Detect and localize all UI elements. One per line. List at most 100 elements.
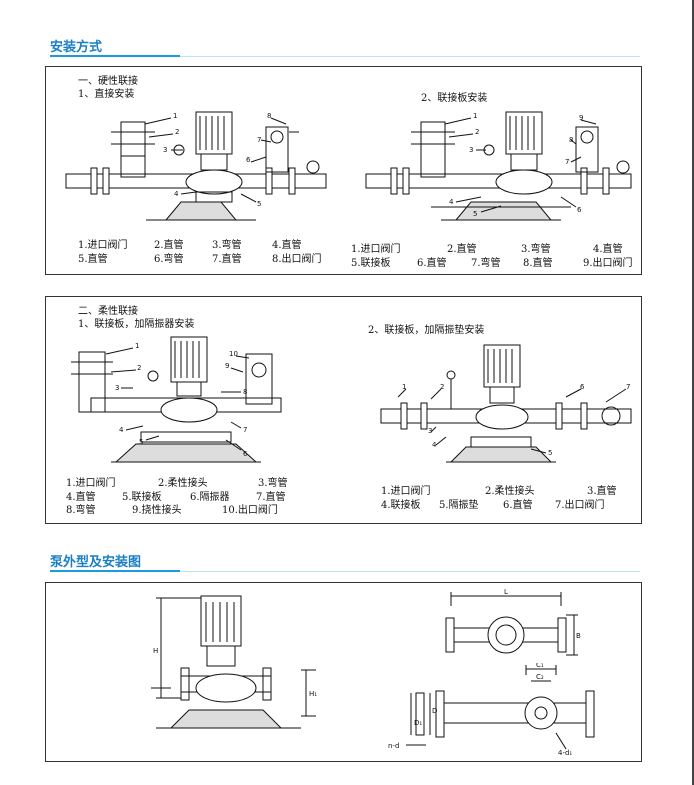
diagram-plate-isolator: 1 2 3 4 5 6 7 8 9 10 (71, 336, 282, 463)
panel-flexible-connection: 二、柔性联接 1、联接板，加隔振器安装 2、联接板，加隔振垫安装 1 2 (45, 296, 642, 524)
panel-outline-drawings: H H₁ L B (45, 582, 642, 762)
diagram-plate-install: 1 2 3 4 5 6 7 8 9 (365, 111, 632, 221)
legend-item: 2.直管 (447, 244, 477, 255)
callout-3: 3 (163, 146, 167, 154)
section-rule-thin (180, 56, 640, 57)
callout-1: 1 (402, 383, 406, 391)
drawing-pump-top-view: L B (445, 588, 581, 656)
section-rule (50, 55, 180, 57)
callout-3: 3 (469, 146, 473, 154)
callout-2: 2 (137, 364, 141, 372)
legend-item: 7.弯管 (471, 257, 501, 269)
callout-10: 10 (229, 350, 238, 358)
legend-item: 8.出口阀门 (272, 253, 322, 265)
panel-rigid-connection: 一、硬性联接 1、直接安装 2、联接板安装 (45, 66, 642, 275)
section-rule-thin (180, 571, 640, 572)
label-plate-pad: 2、联接板，加隔振垫安装 (368, 325, 485, 336)
dim-label-4-d1: 4-d₁ (558, 749, 572, 757)
legend-item: 4.直管 (66, 491, 96, 503)
callout-8: 8 (243, 388, 247, 396)
legend-item: 7.出口阀门 (555, 499, 605, 511)
dim-label-H: H (153, 647, 158, 655)
legend-item: 3.弯管 (521, 244, 551, 255)
dim-label-C1: C₁ (536, 663, 544, 669)
page-edge-border (692, 0, 694, 785)
legend-item: 3.弯管 (258, 478, 288, 489)
label-plate-install: 2、联接板安装 (421, 93, 488, 104)
legend-item: 4.直管 (272, 240, 302, 251)
callout-3: 3 (115, 384, 119, 392)
legend-item: 1.进口阀门 (381, 486, 431, 497)
dim-label-C2: C₂ (536, 673, 544, 681)
legend-item: 5.隔振垫 (439, 499, 479, 511)
callout-3: 3 (428, 427, 432, 435)
dim-label-D: D (432, 707, 437, 715)
legend-item: 2.柔性接头 (485, 486, 535, 497)
dim-label-L: L (504, 588, 508, 596)
callout-2: 2 (440, 383, 444, 391)
dim-label-H1: H₁ (309, 690, 317, 698)
callout-5: 5 (548, 449, 552, 457)
callout-6: 6 (243, 450, 248, 458)
callout-8: 8 (569, 136, 573, 144)
legend-item: 1.进口阀门 (66, 478, 116, 489)
callout-4: 4 (432, 441, 437, 449)
drawing-pump-flange-view: C₁ C₂ D D₁ n-d 4-d₁ (388, 663, 595, 757)
legend-item: 7.直管 (256, 491, 286, 503)
label-direct-install: 1、直接安装 (78, 89, 135, 100)
callout-9: 9 (579, 114, 583, 122)
legend-item: 9.出口阀门 (583, 257, 633, 269)
legend-item: 8.直管 (523, 257, 553, 269)
section-title-outline: 泵外型及安装图 (50, 555, 142, 570)
callout-6: 6 (580, 383, 585, 391)
dim-label-n-d: n-d (388, 742, 399, 750)
legend-item: 5.联接板 (351, 257, 391, 269)
legend-item: 4.直管 (593, 244, 623, 255)
heading-flexible: 二、柔性联接 (78, 306, 138, 317)
legend-item: 6.隔振器 (190, 491, 230, 503)
legend-row: 1.进口阀门 2.柔性接头 3.直管 (381, 485, 617, 499)
callout-2: 2 (175, 128, 179, 136)
callout-8: 8 (267, 112, 271, 120)
callout-6: 6 (246, 156, 251, 164)
legend-item: 5.直管 (78, 253, 108, 265)
legend-item: 2.柔性接头 (158, 478, 208, 489)
callout-7: 7 (243, 426, 247, 434)
callout-6: 6 (577, 206, 582, 214)
legend-item: 1.进口阀门 (78, 240, 128, 251)
legend-row: 5.直管 6.弯管 7.直管 8.出口阀门 (78, 253, 322, 267)
callout-2: 2 (475, 128, 479, 136)
dim-label-D1: D₁ (414, 719, 422, 727)
callout-4: 4 (119, 426, 124, 434)
legend-row: 1.进口阀门 2.柔性接头 3.弯管 (66, 477, 288, 491)
legend-item: 6.直管 (503, 499, 533, 511)
callout-1: 1 (173, 112, 177, 120)
heading-rigid: 一、硬性联接 (78, 76, 138, 87)
callout-5: 5 (257, 200, 261, 208)
callout-7: 7 (626, 383, 630, 391)
diagram-plate-pad: 1 2 3 4 5 6 7 (380, 344, 632, 463)
legend-item: 6.弯管 (154, 253, 184, 265)
drawing-pump-side-view: H H₁ (151, 595, 317, 729)
legend-item: 10.出口阀门 (222, 505, 278, 516)
callout-4: 4 (449, 198, 454, 206)
callout-1: 1 (135, 342, 139, 350)
legend-item: 7.直管 (212, 253, 242, 265)
legend-item: 3.直管 (587, 486, 617, 497)
callout-5: 5 (139, 438, 143, 446)
callout-7: 7 (257, 136, 261, 144)
callout-5: 5 (473, 210, 477, 218)
callout-1: 1 (473, 112, 477, 120)
dim-label-B: B (576, 632, 581, 640)
callout-9: 9 (225, 362, 229, 370)
legend-item: 8.弯管 (66, 505, 96, 516)
